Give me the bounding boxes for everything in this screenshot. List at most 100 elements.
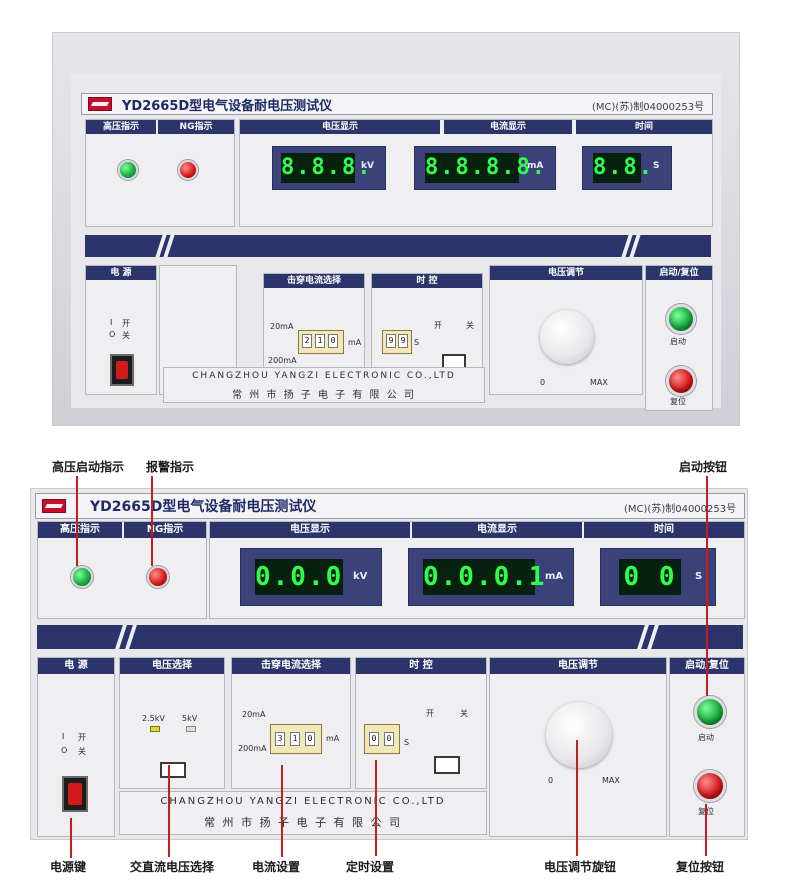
power-rocker[interactable]	[68, 783, 82, 805]
annotation-alarm-indicator: 报警指示	[146, 460, 195, 474]
knob-max: MAX	[590, 378, 608, 387]
callout-line	[375, 760, 377, 856]
current-unit: mA	[527, 161, 544, 171]
current-unit-label: mA	[326, 734, 340, 743]
voltage-select-toggle[interactable]	[160, 762, 186, 778]
timer-digit[interactable]: 0	[369, 732, 379, 746]
callout-line	[76, 476, 78, 566]
annotation-voltage-knob: 电压调节旋钮	[544, 860, 617, 874]
timer-thumbwheel[interactable]: 9 9	[382, 330, 412, 354]
annotation-current-set: 电流设置	[252, 860, 301, 874]
timer-label: 时 控	[356, 658, 486, 674]
annotation-power-key: 电源键	[50, 860, 87, 874]
off-label: 关	[122, 331, 130, 340]
voltage-digits: 8.8.8.	[281, 153, 370, 183]
power-switch[interactable]	[62, 776, 88, 812]
thumb-digit[interactable]: 1	[290, 732, 300, 746]
bottom-voltage-select-panel: 电压选择 2.5kV 5kV	[119, 657, 225, 789]
voltage-unit: kV	[353, 571, 368, 582]
current-display-label: 电流显示	[412, 522, 582, 538]
bottom-device: YD2665D型电气设备耐电压测试仪 (MC)(苏)制04000253号 高压指…	[30, 488, 748, 840]
start-label: 启动	[698, 733, 714, 742]
thumb-digit[interactable]: 1	[315, 334, 325, 348]
top-divider-stripe	[85, 235, 711, 257]
stripe-slash	[647, 625, 659, 649]
power-switch[interactable]	[110, 354, 134, 386]
power-rocker[interactable]	[116, 361, 128, 379]
timer-digit[interactable]: 9	[386, 334, 396, 348]
reset-button[interactable]	[694, 770, 726, 802]
time-unit: S	[695, 571, 703, 582]
bottom-breakdown-panel: 击穿电流选择 20mA 200mA 3 1 0 mA	[231, 657, 351, 789]
bottom-voltage-adjust-panel: 电压调节 0 MAX	[489, 657, 667, 837]
breakdown-current-label: 击穿电流选择	[232, 658, 350, 674]
range-2-5kv: 2.5kV	[142, 714, 165, 723]
voltage-display-label: 电压显示	[210, 522, 410, 538]
timer-unit: S	[404, 738, 410, 747]
knob-min: 0	[548, 776, 554, 785]
timer-thumbwheel[interactable]: 0 0	[364, 724, 400, 754]
annotation-timer-set: 定时设置	[346, 860, 395, 874]
time-digits: 8.8.	[593, 153, 652, 183]
annotation-ac-dc-select: 交直流电压选择	[130, 860, 215, 874]
thumb-digit[interactable]: 0	[328, 334, 338, 348]
reset-label: 复位	[670, 397, 686, 406]
off-mark: O	[61, 746, 68, 755]
start-label: 启动	[670, 337, 686, 346]
current-digits: 8.8.8.8.	[425, 153, 545, 183]
current-thumbwheel[interactable]: 3 1 0	[270, 724, 322, 754]
start-button[interactable]	[694, 696, 726, 728]
bottom-title-bar: YD2665D型电气设备耐电压测试仪 (MC)(苏)制04000253号	[35, 493, 745, 519]
timer-on-label: 开	[434, 321, 442, 330]
current-display-label: 电流显示	[444, 120, 572, 134]
time-label: 时间	[576, 120, 712, 134]
led-2-5kv	[150, 726, 160, 732]
timer-digit[interactable]: 9	[398, 334, 408, 348]
annotation-hv-start-indicator: 高压启动指示	[52, 460, 125, 474]
bottom-display-panel: 电压显示 电流显示 时间 0.0.0 kV 0.0.0.1 mA 0 0 S	[209, 521, 745, 619]
current-display: 0.0.0.1 mA	[408, 548, 574, 606]
off-mark: O	[109, 330, 116, 339]
timer-off-label: 关	[460, 709, 468, 718]
start-reset-label: 启动/复位	[646, 266, 712, 280]
annotation-start-button: 启动按钮	[679, 460, 728, 474]
timer-digit[interactable]: 0	[384, 732, 394, 746]
range-200ma: 200mA	[268, 356, 297, 365]
voltage-knob[interactable]	[540, 310, 594, 364]
range-20ma: 20mA	[242, 710, 266, 719]
current-unit: mA	[545, 571, 564, 582]
led-5kv	[186, 726, 196, 732]
breakdown-current-label: 击穿电流选择	[264, 274, 364, 288]
callout-line	[70, 818, 72, 858]
knob-min: 0	[540, 378, 546, 387]
top-breakdown-panel: 击穿电流选择 20mA 200mA 2 1 0 mA	[263, 273, 365, 379]
thumb-digit[interactable]: 3	[275, 732, 285, 746]
ng-indicator-light	[147, 566, 169, 588]
bottom-company-plate: CHANGZHOU YANGZI ELECTRONIC CO.,LTD 常 州 …	[119, 791, 487, 835]
range-200ma: 200mA	[238, 744, 267, 753]
timer-unit: S	[414, 338, 420, 347]
voltage-display: 0.0.0 kV	[240, 548, 382, 606]
reset-button[interactable]	[666, 366, 696, 396]
ng-indicator-light	[178, 160, 198, 180]
on-mark: I	[110, 318, 113, 327]
start-button[interactable]	[666, 304, 696, 334]
time-label: 时间	[584, 522, 744, 538]
voltage-knob[interactable]	[546, 702, 612, 768]
voltage-digits: 0.0.0	[255, 559, 343, 595]
on-mark: I	[62, 732, 65, 741]
on-label: 开	[78, 733, 86, 742]
company-cn: 常 州 市 扬 子 电 子 有 限 公 司	[204, 816, 402, 829]
top-power-panel: 电 源 I 开 O 关	[85, 265, 157, 395]
knob-max: MAX	[602, 776, 620, 785]
company-en: CHANGZHOU YANGZI ELECTRONIC CO.,LTD	[160, 796, 446, 807]
top-voltage-adjust-panel: 电压调节 0 MAX	[489, 265, 643, 395]
ng-indicator-label: NG指示	[158, 120, 234, 134]
voltage-display-label: 电压显示	[240, 120, 440, 134]
thumb-digit[interactable]: 0	[305, 732, 315, 746]
top-company-plate: CHANGZHOU YANGZI ELECTRONIC CO.,LTD 常 州 …	[163, 367, 485, 403]
range-5kv: 5kV	[182, 714, 198, 723]
thumb-digit[interactable]: 2	[302, 334, 312, 348]
timer-toggle[interactable]	[434, 756, 460, 774]
current-thumbwheel[interactable]: 2 1 0	[298, 330, 344, 354]
